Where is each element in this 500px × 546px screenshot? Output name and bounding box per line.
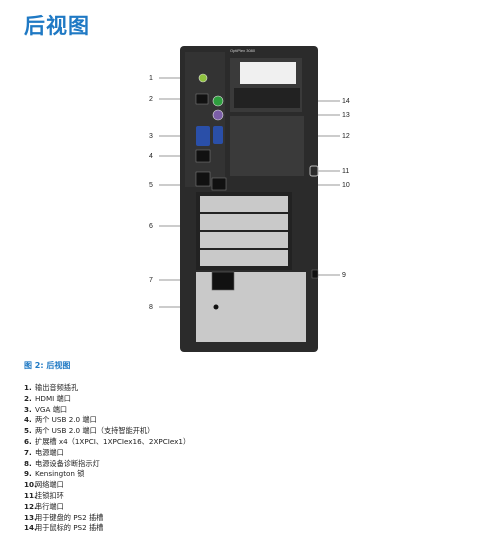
legend-item: 3.VGA 端口 xyxy=(24,404,68,414)
svg-text:4: 4 xyxy=(149,153,153,160)
svg-text:6: 6 xyxy=(149,223,153,230)
legend-item: 4.两个 USB 2.0 端口 xyxy=(24,415,97,425)
psu-diagnostic-led xyxy=(213,304,219,310)
usb-ports-a xyxy=(195,149,211,163)
svg-text:5: 5 xyxy=(149,182,153,189)
power-port xyxy=(211,271,235,291)
legend-item: 8.电源设备诊断指示灯 xyxy=(24,458,100,468)
padlock-loop xyxy=(309,165,319,177)
serial-port xyxy=(213,126,223,144)
legend-item: 7.电源端口 xyxy=(24,447,64,457)
svg-text:8: 8 xyxy=(149,304,153,311)
figure-caption: 图 2: 后视图 xyxy=(24,361,71,370)
svg-text:13: 13 xyxy=(342,112,350,119)
legend-item: 9.Kensington 锁 xyxy=(24,469,85,479)
legend-item: 5.两个 USB 2.0 端口（支持智能开机） xyxy=(24,426,155,436)
svg-text:10: 10 xyxy=(342,182,350,189)
legend-item: 6.扩展槽 x4（1XPCI、1XPCIex16、2XPCIex1） xyxy=(24,436,191,446)
usb-ports-b xyxy=(195,171,211,187)
svg-text:7: 7 xyxy=(149,277,153,284)
svg-text:9: 9 xyxy=(342,272,346,279)
vga-port xyxy=(196,126,210,146)
kensington-lock xyxy=(311,269,319,279)
ps2-mouse-port xyxy=(212,95,224,107)
rear-view-figure: OptiPlex 3080 xyxy=(130,44,370,354)
svg-text:14: 14 xyxy=(342,98,350,105)
brand-label: OptiPlex 3080 xyxy=(230,48,256,53)
network-port xyxy=(211,177,227,191)
legend-item: 13.用于键盘的 PS2 插槽 xyxy=(24,512,104,522)
svg-text:2: 2 xyxy=(149,96,153,103)
legend-list: 1.输出音频插孔 2.HDMI 端口 3.VGA 端口 4.两个 USB 2.0… xyxy=(24,383,190,534)
page-title: 后视图 xyxy=(24,14,90,38)
svg-text:12: 12 xyxy=(342,133,350,140)
hdmi-port xyxy=(195,93,209,105)
legend-item: 2.HDMI 端口 xyxy=(24,393,71,403)
legend-item: 1.输出音频插孔 xyxy=(24,383,79,392)
legend-item: 10.网络端口 xyxy=(24,480,64,490)
audio-jack xyxy=(198,73,208,83)
ps2-keyboard-port xyxy=(212,109,224,121)
svg-text:11: 11 xyxy=(342,168,349,175)
legend-item: 11.挂锁扣环 xyxy=(24,490,64,500)
svg-text:1: 1 xyxy=(149,75,153,82)
rear-view-illustration: OptiPlex 3080 xyxy=(149,46,350,352)
legend-item: 12.串行端口 xyxy=(24,501,64,511)
expansion-slots xyxy=(196,192,292,270)
svg-text:3: 3 xyxy=(149,133,153,140)
legend-item: 14.用于鼠标的 PS2 插槽 xyxy=(24,523,104,533)
rear-grill xyxy=(230,116,304,176)
callout-numbers: 1 2 3 4 5 6 7 8 9 10 11 12 13 14 xyxy=(149,75,350,311)
